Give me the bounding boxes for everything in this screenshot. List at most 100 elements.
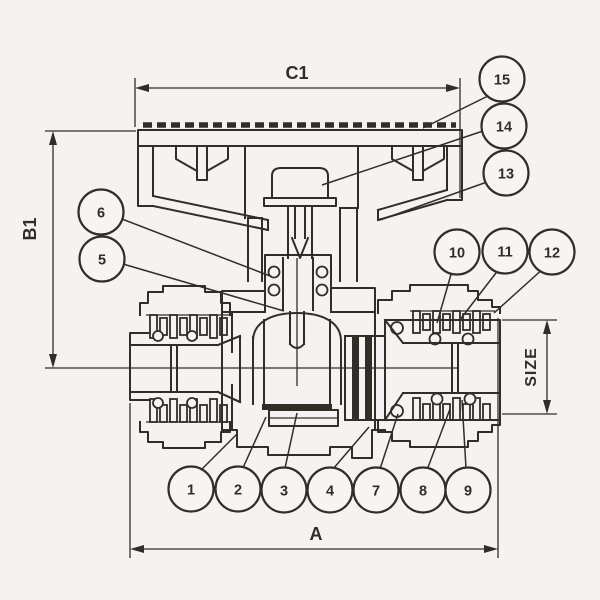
dimension-size: SIZE bbox=[502, 319, 557, 415]
callout-circle bbox=[482, 149, 530, 197]
callout-9: 9 bbox=[444, 466, 492, 514]
thread-outline bbox=[344, 335, 386, 421]
stem-shaft bbox=[287, 205, 313, 259]
stem-oring-icon bbox=[315, 265, 329, 279]
left-socket-bore bbox=[129, 334, 242, 404]
handle-assembly bbox=[137, 122, 463, 282]
right-socket-bore bbox=[383, 318, 501, 422]
leader-1 bbox=[197, 433, 238, 474]
callout-number: 1 bbox=[187, 483, 195, 499]
right-end-connector bbox=[383, 318, 501, 422]
leader-7 bbox=[379, 413, 399, 470]
callout-number: 3 bbox=[280, 484, 288, 500]
callout-3: 3 bbox=[260, 466, 308, 514]
knurl-rib bbox=[179, 317, 188, 336]
knurl-rib bbox=[422, 403, 431, 421]
leader-10 bbox=[436, 270, 453, 324]
handle-left-wing bbox=[151, 194, 270, 232]
bonnet-right-flange bbox=[330, 287, 376, 313]
callout-number: 15 bbox=[494, 73, 510, 89]
stem-oring-icon bbox=[267, 265, 281, 279]
right-nut-oring-icon bbox=[428, 332, 442, 346]
stem-spring-point bbox=[290, 236, 310, 259]
callout-number: 5 bbox=[98, 253, 106, 269]
stem-oring-icon bbox=[267, 283, 281, 297]
callout-circle bbox=[444, 466, 492, 514]
right-socket-stop bbox=[451, 342, 459, 394]
right-nut-top-cap bbox=[377, 284, 501, 314]
arrowhead bbox=[135, 84, 149, 92]
stem-assembly bbox=[263, 167, 337, 349]
thread-band bbox=[352, 337, 359, 419]
knurl-rib bbox=[219, 317, 228, 336]
ball-seat-band bbox=[262, 404, 332, 410]
right-union-nut bbox=[377, 284, 501, 448]
dim-label-b1: B1 bbox=[20, 217, 40, 240]
callout-circle bbox=[480, 102, 528, 150]
callout-2: 2 bbox=[214, 465, 262, 513]
knurl-rib bbox=[169, 314, 178, 339]
leader-13 bbox=[379, 181, 488, 221]
knurl-rib bbox=[209, 314, 218, 339]
dim-label-a: A bbox=[310, 524, 323, 544]
leader-2 bbox=[241, 416, 267, 471]
callout-number: 8 bbox=[419, 484, 427, 500]
callout-number: 7 bbox=[372, 484, 380, 500]
callout-circle bbox=[528, 228, 576, 276]
knurl-rib bbox=[452, 397, 461, 421]
left-union-nut bbox=[139, 285, 231, 449]
ball-bore-edges bbox=[263, 319, 331, 405]
left-nut-oring-icon bbox=[152, 397, 164, 409]
callout-circle bbox=[78, 235, 126, 283]
callout-number: 14 bbox=[496, 120, 512, 136]
arrowhead bbox=[543, 400, 551, 414]
callout-number: 11 bbox=[497, 245, 512, 261]
dim-label-size: SIZE bbox=[523, 347, 540, 387]
callout-4: 4 bbox=[306, 466, 354, 514]
arrowhead bbox=[49, 354, 57, 368]
knurl-rib bbox=[462, 403, 471, 421]
callout-13: 13 bbox=[482, 149, 530, 197]
left-socket-outline bbox=[129, 332, 151, 401]
arrowhead bbox=[446, 84, 460, 92]
stem-oring-icon bbox=[315, 283, 329, 297]
left-end-connector bbox=[129, 332, 242, 404]
leader-15 bbox=[422, 95, 489, 129]
callout-1: 1 bbox=[167, 465, 215, 513]
callout-6: 6 bbox=[77, 188, 125, 236]
knurl-rib bbox=[482, 403, 491, 421]
dim-label-c1: C1 bbox=[285, 63, 308, 83]
dimension-a: A bbox=[129, 318, 499, 558]
callout-12: 12 bbox=[528, 228, 576, 276]
left-nut-oring-icon bbox=[186, 397, 198, 409]
leader-11 bbox=[458, 268, 500, 322]
ball-outline bbox=[252, 312, 342, 405]
knurl-rib bbox=[169, 398, 178, 423]
callout-15: 15 bbox=[478, 55, 526, 103]
stem-cap bbox=[271, 167, 329, 199]
callout-8: 8 bbox=[399, 466, 447, 514]
left-nut-bottom-cap bbox=[139, 421, 231, 449]
thread-band bbox=[365, 337, 372, 419]
knurl-rib bbox=[472, 310, 481, 334]
callout-circle bbox=[77, 188, 125, 236]
callout-circle bbox=[481, 227, 529, 275]
callout-circle bbox=[352, 466, 400, 514]
arrowhead bbox=[130, 545, 144, 553]
right-nut-oring-icon bbox=[461, 332, 475, 346]
handle-left-lug bbox=[175, 145, 229, 181]
callout-circle bbox=[167, 465, 215, 513]
callout-14: 14 bbox=[480, 102, 528, 150]
handle-right-wall bbox=[446, 145, 463, 201]
callout-number: 9 bbox=[464, 484, 472, 500]
leader-5 bbox=[122, 263, 285, 312]
body-left-wall bbox=[221, 311, 233, 431]
callout-circle bbox=[433, 228, 481, 276]
right-socket-outline bbox=[384, 319, 501, 421]
leader-9 bbox=[461, 399, 467, 469]
stem-cap-flange bbox=[263, 197, 337, 207]
threaded-joint bbox=[344, 335, 386, 421]
right-nut-oring-icon bbox=[463, 392, 477, 406]
